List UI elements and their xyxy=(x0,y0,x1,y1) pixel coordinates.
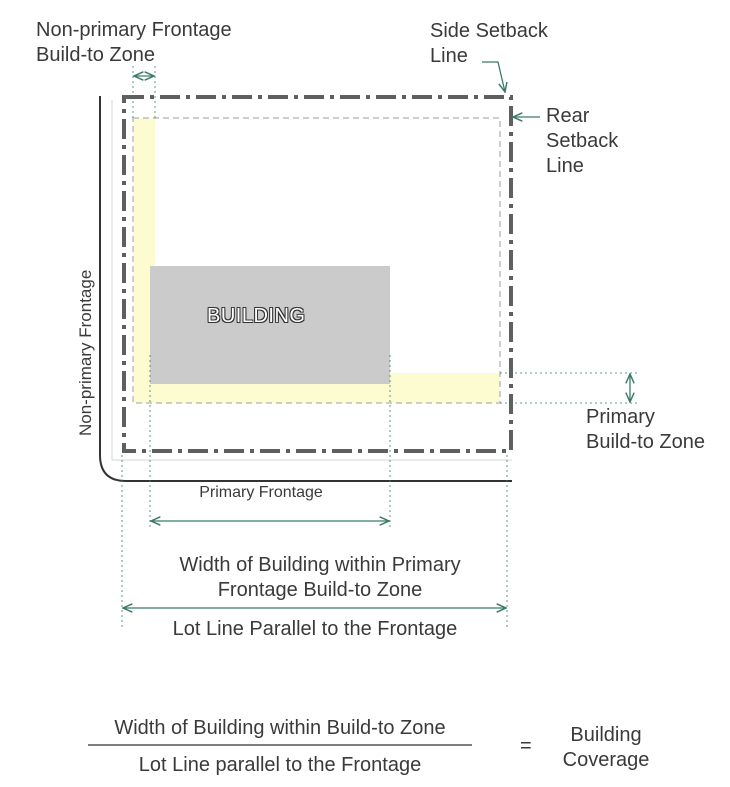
formula-denominator: Lot Line parallel to the Frontage xyxy=(138,754,422,776)
lot-line xyxy=(122,95,513,453)
side-setback-label-line2: Line xyxy=(430,45,468,67)
formula-equals: = xyxy=(520,735,532,757)
formula-result-line2: Coverage xyxy=(562,749,650,771)
side-setback-label-line1: Side Setback xyxy=(430,20,548,42)
formula-result: Building Coverage xyxy=(548,723,664,773)
building-label: BUILDING xyxy=(207,305,306,327)
lot-line-label: Lot Line Parallel to the Frontage xyxy=(172,618,458,640)
primary-btz-label-line2: Build-to Zone xyxy=(586,431,705,453)
side-setback-leader xyxy=(482,61,505,92)
setback-line xyxy=(132,117,501,404)
non-primary-btz-label-line2: Build-to Zone xyxy=(36,44,155,66)
side-setback-label: Side Setback Line xyxy=(430,19,548,69)
non-primary-build-to-zone xyxy=(133,118,155,403)
building-footprint xyxy=(150,266,390,384)
non-primary-btz-label: Non-primary Frontage Build-to Zone xyxy=(36,18,232,68)
primary-btz-label: Primary Build-to Zone xyxy=(586,405,705,455)
primary-frontage-label: Primary Frontage xyxy=(199,484,323,501)
non-primary-btz-label-line1: Non-primary Frontage xyxy=(36,19,232,41)
rear-setback-label-line1: Rear xyxy=(546,105,590,127)
formula-result-line1: Building xyxy=(570,724,642,746)
non-primary-frontage-label: Non-primary Frontage xyxy=(76,269,95,436)
width-of-building-label: Width of Building within Primary Frontag… xyxy=(179,554,461,601)
formula-numerator: Width of Building within Build-to Zone xyxy=(114,717,446,739)
frontage-inner-line xyxy=(111,100,512,461)
rear-setback-label: Rear Setback Line xyxy=(546,104,618,179)
rear-setback-label-line2: Setback xyxy=(546,130,619,152)
dimension-guides xyxy=(121,66,640,628)
rear-setback-label-line3: Line xyxy=(546,155,584,177)
frontage-edge-line xyxy=(99,96,512,482)
primary-btz-label-line1: Primary xyxy=(586,406,655,428)
